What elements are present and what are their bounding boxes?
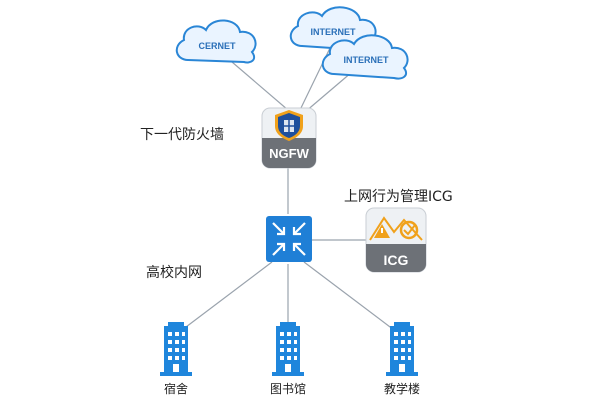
library-label: 图书馆 (269, 382, 307, 396)
link-switch-teaching (303, 261, 395, 331)
cloud-cernet-label: CERNET (198, 41, 236, 51)
shield-icon (275, 110, 303, 141)
firewall-label: 下一代防火墙 (140, 127, 224, 143)
cloud-internet-2: INTERNET (321, 34, 409, 80)
cloud-internet-1-label: INTERNET (311, 27, 357, 37)
icg-badge: ICG (384, 252, 409, 268)
icg-device: ICG (365, 207, 427, 273)
link-internet2-ngfw (304, 71, 353, 113)
switch-device (266, 216, 312, 262)
ngfw-badge: NGFW (269, 146, 309, 161)
building-icons (160, 322, 418, 376)
link-cernet-ngfw (224, 55, 289, 111)
teaching-building-icon (386, 322, 418, 376)
cloud-internet-2-label: INTERNET (344, 55, 390, 65)
network-label: 高校内网 (146, 265, 202, 281)
link-switch-dorm (181, 261, 273, 331)
teaching-label: 教学楼 (383, 382, 421, 396)
icg-label: 上网行为管理ICG (344, 189, 453, 205)
dorm-building-icon (160, 322, 192, 376)
monitor-warning-icon (369, 216, 423, 241)
switch-arrows-icon (272, 222, 306, 256)
library-building-icon (272, 322, 304, 376)
cloud-cernet: CERNET (175, 19, 257, 64)
ngfw-device: NGFW (261, 107, 317, 169)
dorm-label: 宿舍 (163, 382, 189, 396)
